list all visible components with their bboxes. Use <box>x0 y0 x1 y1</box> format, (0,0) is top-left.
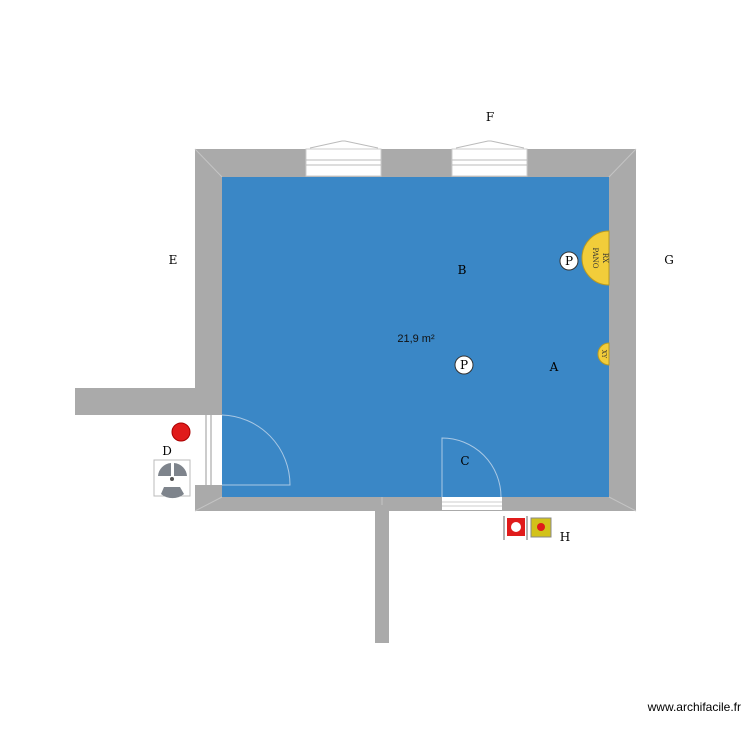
fan-icon <box>153 459 191 499</box>
red-dot-icon <box>171 422 191 442</box>
room-floor <box>222 177 609 497</box>
label-d: D <box>162 444 172 458</box>
label-b: B <box>458 263 467 277</box>
svg-text:P: P <box>460 358 468 372</box>
label-a: A <box>549 360 559 374</box>
door-left[interactable] <box>195 414 291 486</box>
svg-text:RX: RX <box>601 253 609 263</box>
window-2[interactable] <box>451 140 528 177</box>
label-c: C <box>460 454 469 468</box>
label-h: H <box>560 530 570 544</box>
yellow-square-icon <box>530 517 552 538</box>
svg-text:P: P <box>565 254 573 268</box>
panel-rx-pano: RX PANO <box>581 230 610 286</box>
svg-text:XY: XY <box>600 350 607 359</box>
wall-left-stub <box>75 388 197 415</box>
label-e: E <box>169 253 178 267</box>
pipe-bottom <box>375 505 389 643</box>
panel-small: XY <box>597 342 610 366</box>
outlet-p-1: P <box>559 251 579 271</box>
label-g: G <box>664 253 674 267</box>
room-area: 21,9 m² <box>397 333 435 345</box>
door-c[interactable] <box>441 437 502 510</box>
outlet-p-2: P <box>454 355 474 375</box>
watermark: www.archifacile.fr <box>647 700 741 714</box>
red-square-icon <box>503 516 528 540</box>
label-f: F <box>486 110 494 124</box>
window-1[interactable] <box>305 140 382 177</box>
wall-corner-lines <box>194 148 637 512</box>
svg-text:PANO: PANO <box>591 248 599 269</box>
